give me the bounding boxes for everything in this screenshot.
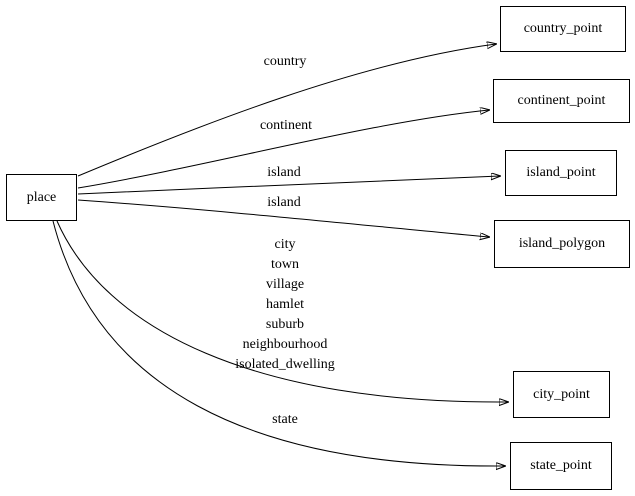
node-place: place bbox=[6, 174, 77, 221]
edge-place-city-point bbox=[56, 220, 508, 402]
edge-place-island-polygon bbox=[77, 199, 489, 237]
node-continent-point: continent_point bbox=[493, 79, 630, 123]
edge-place-continent-point bbox=[77, 110, 489, 189]
node-island-point: island_point bbox=[505, 150, 617, 196]
edge-label-country: country bbox=[263, 54, 307, 69]
edge-label-city-types: city town village hamlet suburb neighbou… bbox=[235, 237, 335, 372]
node-country-point: country_point bbox=[500, 6, 626, 52]
node-city-point: city_point bbox=[513, 371, 610, 418]
edge-place-island-point bbox=[77, 176, 500, 195]
node-state-point: state_point bbox=[510, 442, 612, 490]
edge-label-state: state bbox=[272, 412, 298, 427]
edge-label-island-point: island bbox=[267, 165, 301, 180]
edge-place-country-point bbox=[77, 44, 496, 177]
edge-label-island-polygon: island bbox=[267, 195, 301, 210]
node-island-polygon: island_polygon bbox=[494, 220, 630, 268]
edge-place-state-point bbox=[52, 220, 505, 466]
edge-label-continent: continent bbox=[259, 118, 313, 133]
